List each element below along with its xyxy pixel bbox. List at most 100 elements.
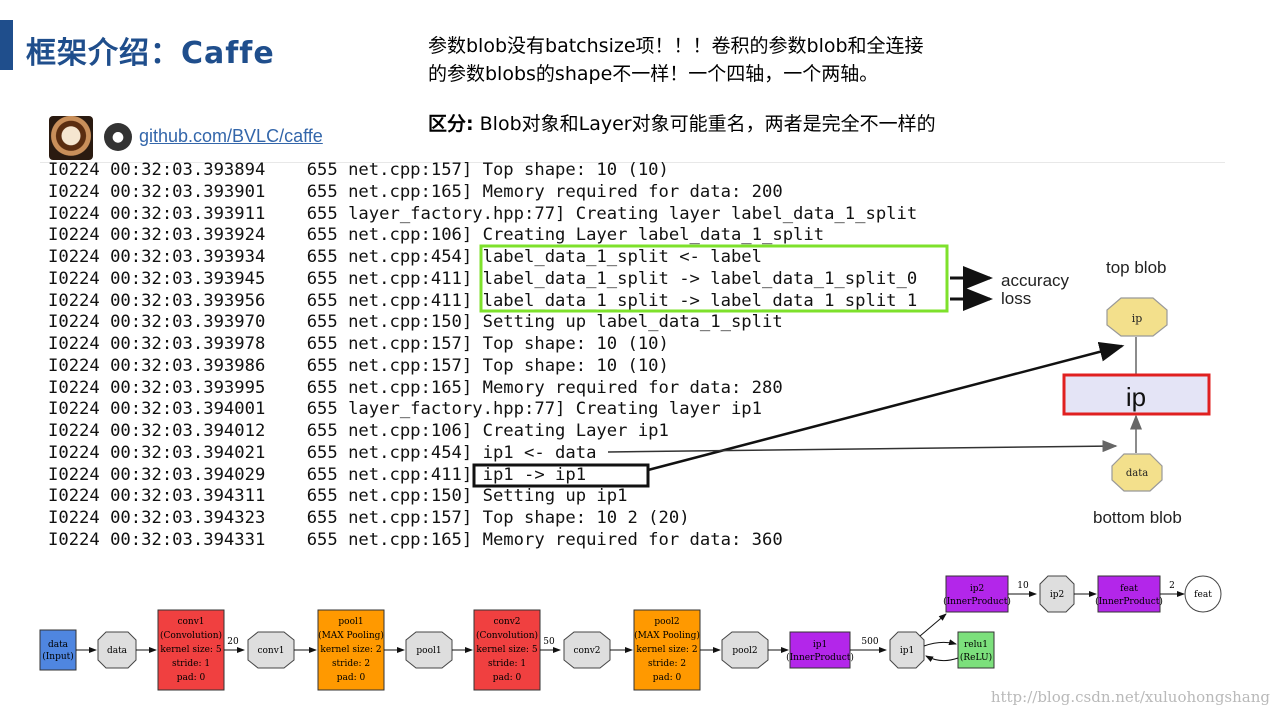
log-line: I0224 00:32:03.394029 655 net.cpp:411] i… (48, 464, 587, 485)
blob-ip1 (889, 631, 925, 669)
conv2-node (473, 609, 541, 691)
conv1-line: kernel size: 5 (160, 645, 221, 655)
pool2-line: pool2 (654, 617, 679, 627)
edge-10-label: 10 (1017, 581, 1029, 591)
log-line: I0224 00:32:03.393901 655 net.cpp:165] M… (48, 181, 783, 202)
pool1-line: stride: 2 (332, 659, 370, 669)
blob-data (97, 631, 137, 669)
log-line: I0224 00:32:03.394323 655 net.cpp:157] T… (48, 508, 690, 528)
pool1-node (317, 609, 385, 691)
edge-20-label: 20 (227, 637, 239, 647)
watermark: http://blog.csdn.net/xuluohongshang (990, 688, 1270, 706)
log-line: I0224 00:32:03.393970 655 net.cpp:150] S… (48, 312, 783, 333)
slide-title: 框架介绍：Caffe (26, 36, 275, 71)
log-line: I0224 00:32:03.393911 655 layer_factory.… (48, 203, 918, 224)
bottom-blob-label: data (1126, 468, 1148, 479)
pool2-line: stride: 2 (648, 659, 686, 669)
loss-label: loss (1001, 289, 1031, 308)
log-line: I0224 00:32:03.394012 655 net.cpp:106] C… (48, 421, 669, 441)
blob-pool1 (405, 631, 453, 669)
pool2-line: (MAX Pooling) (634, 630, 700, 641)
blob-conv2 (563, 631, 611, 669)
log-panel: I0224 00:32:03.393894 655 net.cpp:157] T… (40, 160, 1225, 555)
relu1-node (957, 631, 995, 669)
bottom-blob-octagon (1111, 453, 1163, 492)
blob-ip1-label: ip1 (900, 646, 914, 656)
conv1-line: stride: 1 (172, 659, 210, 669)
github-link[interactable]: github.com/BVLC/caffe (139, 126, 323, 146)
github-icon: ● (104, 123, 132, 151)
distinction-text: Blob对象和Layer对象可能重名，两者是完全不一样的 (473, 113, 936, 135)
blob-ip2 (1039, 575, 1075, 613)
log-line: I0224 00:32:03.393978 655 net.cpp:157] T… (48, 334, 669, 354)
blob-conv1 (247, 631, 295, 669)
note-line-1: 参数blob没有batchsize项！！！卷积的参数blob和全连接 (428, 35, 924, 57)
log-top-rule (40, 162, 1225, 163)
edge-ip1-relu1 (923, 639, 957, 647)
conv1-line: (Convolution) (160, 630, 222, 641)
conv1-node (157, 609, 225, 691)
blob-feat (1184, 575, 1222, 613)
pool1-line: kernel size: 2 (320, 645, 381, 655)
blob-conv2-label: conv2 (573, 646, 600, 656)
ip1-to-top-arrow (647, 342, 1125, 472)
data-to-bottom-arrow (607, 440, 1118, 453)
pool2-line: kernel size: 2 (636, 645, 697, 655)
ip2-type: (InnerProduct) (943, 596, 1011, 607)
pool1-line: pool1 (338, 617, 363, 627)
feat-node (1097, 575, 1161, 613)
conv2-line: conv2 (493, 617, 520, 627)
network-graph: data (Input) data conv1 (Convolution) ke… (39, 575, 1222, 691)
ip2-label: ip2 (970, 584, 984, 594)
log-line: I0224 00:32:03.393995 655 net.cpp:165] M… (48, 377, 783, 398)
accuracy-label: accuracy (1001, 271, 1070, 290)
bottom-blob-caption: bottom blob (1093, 508, 1182, 527)
ip-layer-label: ip (1126, 382, 1146, 412)
conv1-line: conv1 (177, 617, 204, 627)
distinction-note: 区分: Blob对象和Layer对象可能重名，两者是完全不一样的 (428, 110, 936, 138)
feat-label: feat (1120, 584, 1138, 594)
relu1-label: relu1 (964, 640, 988, 650)
ip1-label: ip1 (813, 640, 827, 650)
blob-data-label: data (107, 646, 128, 656)
top-blob-caption: top blob (1106, 258, 1167, 277)
log-line: I0224 00:32:03.394311 655 net.cpp:150] S… (48, 486, 628, 507)
log-line: I0224 00:32:03.393894 655 net.cpp:157] T… (48, 160, 669, 180)
split-highlight-box (479, 244, 949, 313)
ip-layer-box (1062, 373, 1211, 416)
edge-500-label: 500 (861, 637, 878, 647)
log-line: I0224 00:32:03.393934 655 net.cpp:454] l… (48, 247, 762, 267)
blob-feat-label: feat (1194, 590, 1212, 600)
log-line: I0224 00:32:03.393945 655 net.cpp:411] l… (48, 268, 918, 289)
pool2-line: pad: 0 (653, 673, 682, 683)
conv2-line: kernel size: 5 (476, 645, 537, 655)
conv2-line: (Convolution) (476, 630, 538, 641)
log-line: I0224 00:32:03.394331 655 net.cpp:165] M… (48, 529, 783, 550)
top-blob-label: ip (1132, 312, 1143, 325)
edge-2-label: 2 (1169, 581, 1175, 591)
title-accent-bar (0, 20, 13, 70)
relu1-type: (ReLU) (960, 652, 992, 663)
log-line: I0224 00:32:03.393986 655 net.cpp:157] T… (48, 355, 669, 376)
note-text: 参数blob没有batchsize项！！！卷积的参数blob和全连接 的参数bl… (428, 32, 924, 88)
blob-pool2 (721, 631, 769, 669)
log-line: I0224 00:32:03.394001 655 layer_factory.… (48, 399, 762, 420)
pool1-line: (MAX Pooling) (318, 630, 384, 641)
ip1-highlight-box (472, 463, 650, 488)
edge-50-label: 50 (543, 637, 555, 647)
data-input-label: data (48, 640, 69, 650)
blob-ip2-label: ip2 (1050, 590, 1064, 600)
ip1-type: (InnerProduct) (786, 652, 854, 663)
data-input-type: (Input) (42, 651, 74, 662)
pool1-line: pad: 0 (337, 673, 366, 683)
top-blob-octagon (1106, 297, 1168, 337)
log-text: I0224 00:32:03.393894 655 net.cpp:157] T… (48, 160, 917, 552)
note-line-2: 的参数blobs的shape不一样！一个四轴，一个两轴。 (428, 63, 879, 85)
blob-conv1-label: conv1 (257, 646, 284, 656)
log-line: I0224 00:32:03.394021 655 net.cpp:454] i… (48, 442, 597, 463)
blob-pool1-label: pool1 (416, 646, 441, 656)
log-line: I0224 00:32:03.393924 655 net.cpp:106] C… (48, 225, 825, 246)
conv1-line: pad: 0 (177, 673, 206, 683)
conv2-line: pad: 0 (493, 673, 522, 683)
